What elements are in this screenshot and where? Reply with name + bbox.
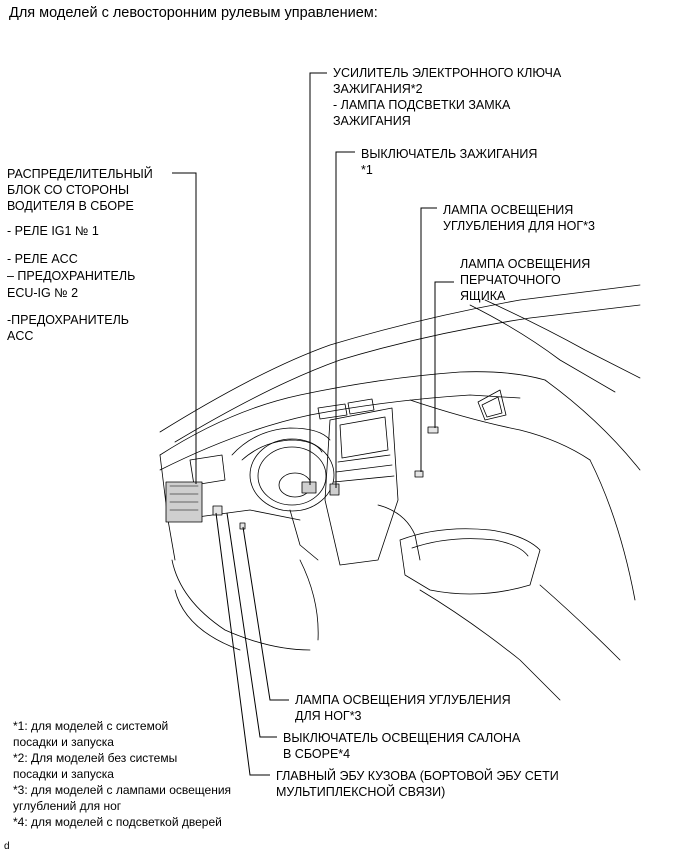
callout-line: В СБОРЕ*4 bbox=[283, 747, 351, 761]
callout-line: ЛАМПА ОСВЕЩЕНИЯ bbox=[443, 203, 574, 217]
leader-footwell-left bbox=[242, 526, 289, 701]
callout-line: ВОДИТЕЛЯ В СБОРЕ bbox=[7, 199, 134, 213]
callout-line: ЛАМПА ОСВЕЩЕНИЯ УГЛУБЛЕНИЯ bbox=[295, 693, 511, 707]
dashboard-right bbox=[409, 399, 591, 461]
floor-left bbox=[171, 559, 311, 651]
page-title: Для моделей с левосторонним рулевым упра… bbox=[9, 5, 378, 21]
center-stack bbox=[324, 407, 399, 566]
steering-wheel-inner bbox=[257, 446, 327, 506]
leader-footwell-right bbox=[420, 207, 437, 472]
callout-line: ВЫКЛЮЧАТЕЛЬ ОСВЕЩЕНИЯ САЛОНА bbox=[283, 731, 521, 745]
floor-right bbox=[539, 584, 621, 661]
leader-courtesy-switch bbox=[226, 512, 277, 738]
center-screen bbox=[339, 416, 389, 459]
callout-line: - ЛАМПА ПОДСВЕТКИ ЗАМКА bbox=[333, 98, 511, 112]
jb-item: ECU-IG № 2 bbox=[7, 286, 79, 300]
ignition-switch-part bbox=[329, 483, 340, 496]
vent-right bbox=[477, 389, 507, 421]
callout-line: ЯЩИКА bbox=[460, 289, 506, 303]
callout-line: УСИЛИТЕЛЬ ЭЛЕКТРОННОГО КЛЮЧА bbox=[333, 66, 562, 80]
jb-item: -ПРЕДОХРАНИТЕЛЬ bbox=[7, 313, 130, 327]
console-lid bbox=[411, 538, 529, 557]
callout-line: ВЫКЛЮЧАТЕЛЬ ЗАЖИГАНИЯ bbox=[361, 147, 538, 161]
vent-right-2 bbox=[481, 396, 503, 418]
a-pillar-right bbox=[469, 304, 616, 393]
jb-item: - РЕЛЕ ACC bbox=[7, 252, 78, 266]
smart-key-amp-part bbox=[301, 481, 317, 494]
jb-item: ACC bbox=[7, 329, 34, 343]
console-box bbox=[399, 528, 541, 595]
callout-line: ЗАЖИГАНИЯ bbox=[333, 114, 411, 128]
leader-ignition bbox=[335, 151, 355, 488]
dashboard-top bbox=[159, 371, 546, 456]
jb-item: – ПРЕДОХРАНИТЕЛЬ bbox=[7, 269, 136, 283]
leader-junction-block bbox=[172, 172, 197, 484]
windshield-outline bbox=[159, 284, 641, 433]
left-vent bbox=[189, 454, 226, 486]
center-vents bbox=[317, 398, 375, 420]
callout-line: ЛАМПА ОСВЕЩЕНИЯ bbox=[460, 257, 591, 271]
callout-line: БЛОК СО СТОРОНЫ bbox=[7, 183, 130, 197]
dashboard-edge bbox=[159, 394, 521, 471]
callout-line: ДЛЯ НОГ*3 bbox=[295, 709, 362, 723]
a-pillar-right-2 bbox=[484, 299, 641, 379]
door-right bbox=[544, 379, 641, 471]
seat-area bbox=[299, 559, 561, 701]
callout-line: ПЕРЧАТОЧНОГО bbox=[460, 273, 561, 287]
door-lower-right bbox=[589, 459, 636, 601]
leader-glovebox bbox=[434, 281, 454, 428]
courtesy-switch-part bbox=[239, 522, 246, 530]
footnote-line: *4: для моделей с подсветкой дверей bbox=[13, 815, 222, 829]
leader-smart-key bbox=[309, 72, 327, 485]
center-console bbox=[377, 504, 421, 561]
center-controls bbox=[333, 454, 395, 483]
steering-column bbox=[289, 509, 319, 561]
junction-block-detail bbox=[169, 485, 199, 511]
cluster-hood bbox=[231, 427, 331, 456]
callout-line: МУЛЬТИПЛЕКСНОЙ СВЯЗИ) bbox=[276, 785, 446, 799]
footnote-line: *2: Для моделей без системы bbox=[13, 751, 178, 765]
callout-line: УГЛУБЛЕНИЯ ДЛЯ НОГ*3 bbox=[443, 219, 595, 233]
footnote-line: посадки и запуска bbox=[13, 735, 114, 749]
footnote-line: *1: для моделей с системой bbox=[13, 719, 169, 733]
glovebox-lamp-part bbox=[427, 426, 439, 434]
callout-line: ГЛАВНЫЙ ЭБУ КУЗОВА (БОРТОВОЙ ЭБУ СЕТИ bbox=[276, 769, 559, 783]
footnote-line: посадки и запуска bbox=[13, 767, 114, 781]
footnote-line: *3: для моделей с лампами освещения bbox=[13, 783, 232, 797]
callout-line: ЗАЖИГАНИЯ*2 bbox=[333, 82, 423, 96]
callout-line: РАСПРЕДЕЛИТЕЛЬНЫЙ bbox=[7, 167, 153, 181]
floor-line bbox=[174, 589, 241, 651]
corner-mark: d bbox=[4, 841, 10, 852]
jb-item: - РЕЛЕ IG1 № 1 bbox=[7, 224, 99, 238]
leader-lines bbox=[172, 72, 454, 776]
leader-body-ecu bbox=[215, 512, 270, 776]
callout-line: *1 bbox=[361, 163, 373, 177]
footnote-line: углублений для ног bbox=[13, 799, 122, 813]
windshield-inner bbox=[174, 304, 641, 443]
footwell-lamp-right-part bbox=[414, 470, 424, 478]
body-ecu-part bbox=[212, 505, 223, 516]
steering-wheel-outer bbox=[249, 438, 335, 512]
